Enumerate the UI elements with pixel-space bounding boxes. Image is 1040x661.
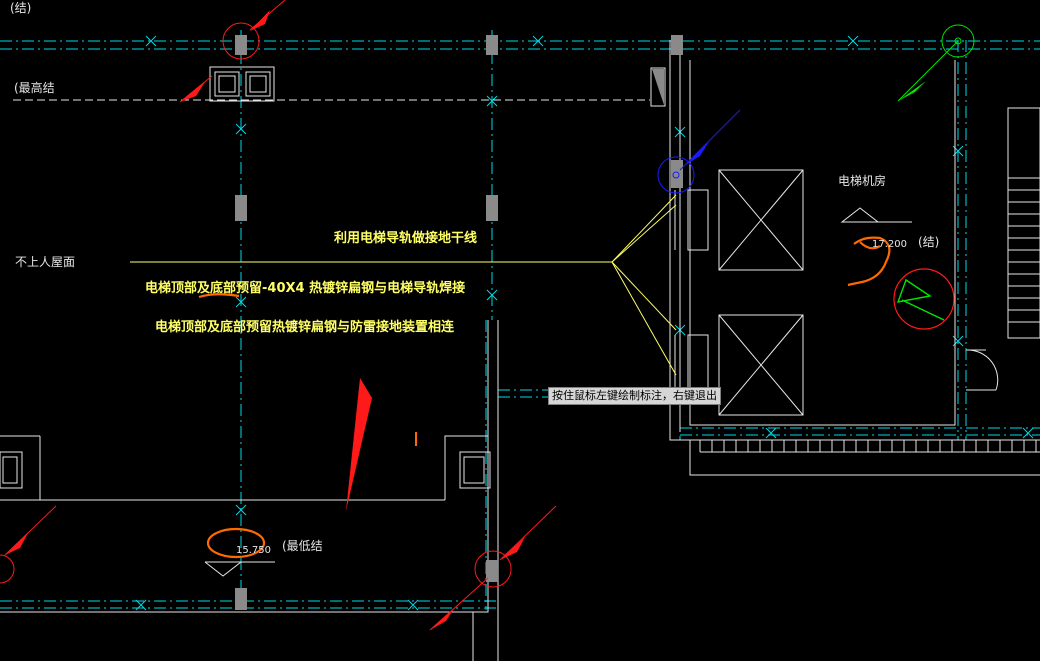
blue-circle-marker [657, 156, 695, 194]
green-circle-center [954, 37, 962, 45]
label-top-left: (结) [10, 1, 31, 15]
note-line-1: 利用电梯导轨做接地干线 [334, 230, 477, 246]
blue-circle-center [672, 171, 680, 179]
label-roof-highest: (最高结 [14, 80, 55, 95]
blue-arrowhead-icon [684, 140, 710, 166]
label-roof-lowest: (最低结 [282, 539, 323, 553]
note-line-2c: -40X4 热镀锌扁钢与电梯导轨焊接 [262, 280, 465, 296]
structural-columns [235, 35, 683, 610]
label-elev-bottom: 15.750 [236, 545, 271, 556]
command-tooltip: 按住鼠标左键绘制标注，右键退出 [548, 387, 721, 405]
green-arrowhead-icon [898, 81, 926, 101]
red-lightning-markers [0, 0, 557, 631]
green-leader [897, 40, 959, 102]
note-line-2b: 预留 [236, 280, 262, 296]
label-elev-right: 17.200 [872, 239, 907, 250]
note-line-2: 电梯顶部及底部预留-40X4 热镀锌扁钢与电梯导轨焊接 [145, 280, 465, 296]
note-line-2a: 电梯顶部及底部 [145, 280, 236, 296]
green-circle-marker [941, 24, 975, 58]
label-machine-room: 电梯机房 [838, 173, 886, 188]
green-arrow-marker-icon [896, 278, 945, 321]
lightning-marker-right [893, 268, 955, 330]
elevation-symbols [204, 207, 912, 577]
orange-markups [198, 236, 891, 559]
drawing-labels: (结) (最高结 不上人屋面 电梯机房 17.200 (结) 15.750 (最… [10, 1, 939, 556]
red-arrowheads [5, 10, 525, 630]
roof-vents [0, 66, 666, 489]
label-roof-no-access: 不上人屋面 [15, 255, 75, 269]
note-line-3: 电梯顶部及底部预留热镀锌扁钢与防雷接地装置相连 [155, 319, 455, 335]
wall-outlines [0, 40, 1040, 661]
leader-lines [130, 194, 677, 376]
roof-drain-triangle [652, 69, 664, 105]
grounding-notes: 利用电梯导轨做接地干线 电梯顶部及底部预留-40X4 热镀锌扁钢与电梯导轨焊接 … [145, 230, 477, 335]
label-elev-right-suffix: (结) [918, 235, 939, 249]
